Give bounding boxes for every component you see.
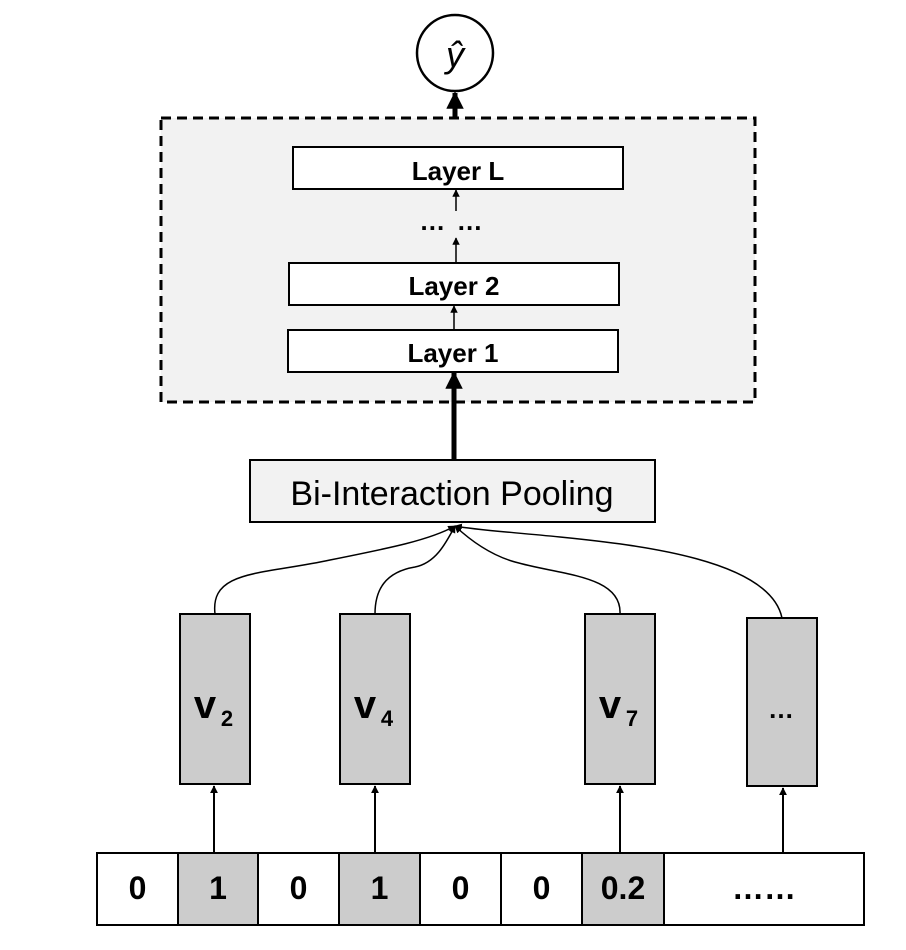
embedding-v4-letter: v <box>354 683 377 727</box>
input-cell-3-box <box>257 852 340 926</box>
input-cell-5-value: 0 <box>452 870 470 906</box>
input-cell-4-value: 1 <box>371 870 389 906</box>
embedding-more-label: … <box>768 694 794 724</box>
curve-more-to-pooling <box>454 523 783 619</box>
input-feature-vector: 0 1 0 1 0 0 0.2 …… <box>96 852 865 926</box>
pooling-label: Bi-Interaction Pooling <box>290 475 613 513</box>
input-cell-7-box <box>581 852 665 926</box>
output-node-circle <box>415 13 495 93</box>
embedding-v2: v 2 <box>179 613 251 785</box>
embedding-v7-subscript: 7 <box>626 706 638 731</box>
embedding-v7: v 7 <box>584 613 656 785</box>
embedding-v4-subscript: 4 <box>381 706 394 731</box>
bi-interaction-pooling: Bi-Interaction Pooling <box>249 459 656 523</box>
embedding-connections <box>214 523 783 619</box>
input-cell-8-value: …… <box>732 870 796 906</box>
input-cell-6-value: 0 <box>533 870 551 906</box>
input-cell-3-value: 0 <box>290 870 308 906</box>
embedding-v4-box <box>339 613 411 785</box>
embedding-v2-box <box>179 613 251 785</box>
embedding-v4-label: v <box>354 683 377 727</box>
input-cell-1-box <box>96 852 179 926</box>
curve-v2-to-pooling <box>214 525 456 615</box>
input-cell-2-value: 1 <box>209 870 227 906</box>
input-to-embedding-arrows <box>210 785 787 852</box>
layer-1-box <box>287 329 619 373</box>
embedding-v2-label: v <box>194 683 217 727</box>
input-cell-7-value: 0.2 <box>601 870 645 906</box>
input-cell-1-value: 0 <box>129 870 147 906</box>
layer-2-box <box>288 262 620 306</box>
curve-v4-to-pooling <box>374 525 456 615</box>
embedding-v2-subscript: 2 <box>221 706 233 731</box>
output-node: ŷ <box>415 13 495 93</box>
layer-ellipsis-label: … … <box>419 206 484 236</box>
pooling-box <box>249 459 656 523</box>
output-node-label: ŷ <box>443 34 466 75</box>
input-cell-2-box <box>177 852 259 926</box>
embedding-v7-label: v <box>599 683 622 727</box>
embedding-more: … <box>746 617 818 787</box>
layer-l-label: Layer L <box>412 156 505 186</box>
input-cell-8-box <box>663 852 865 926</box>
layer-2-label: Layer 2 <box>408 271 499 301</box>
layer-1-label: Layer 1 <box>407 338 498 368</box>
curve-v7-to-pooling <box>454 525 621 615</box>
embedding-v2-letter: v <box>194 683 217 727</box>
embedding-v7-box <box>584 613 656 785</box>
hidden-layers-panel: Layer L … … Layer 2 Layer 1 <box>159 116 757 404</box>
embedding-v7-letter: v <box>599 683 622 727</box>
layer-l-box <box>292 146 624 190</box>
embedding-more-box <box>746 617 818 787</box>
embedding-v4: v 4 <box>339 613 411 785</box>
